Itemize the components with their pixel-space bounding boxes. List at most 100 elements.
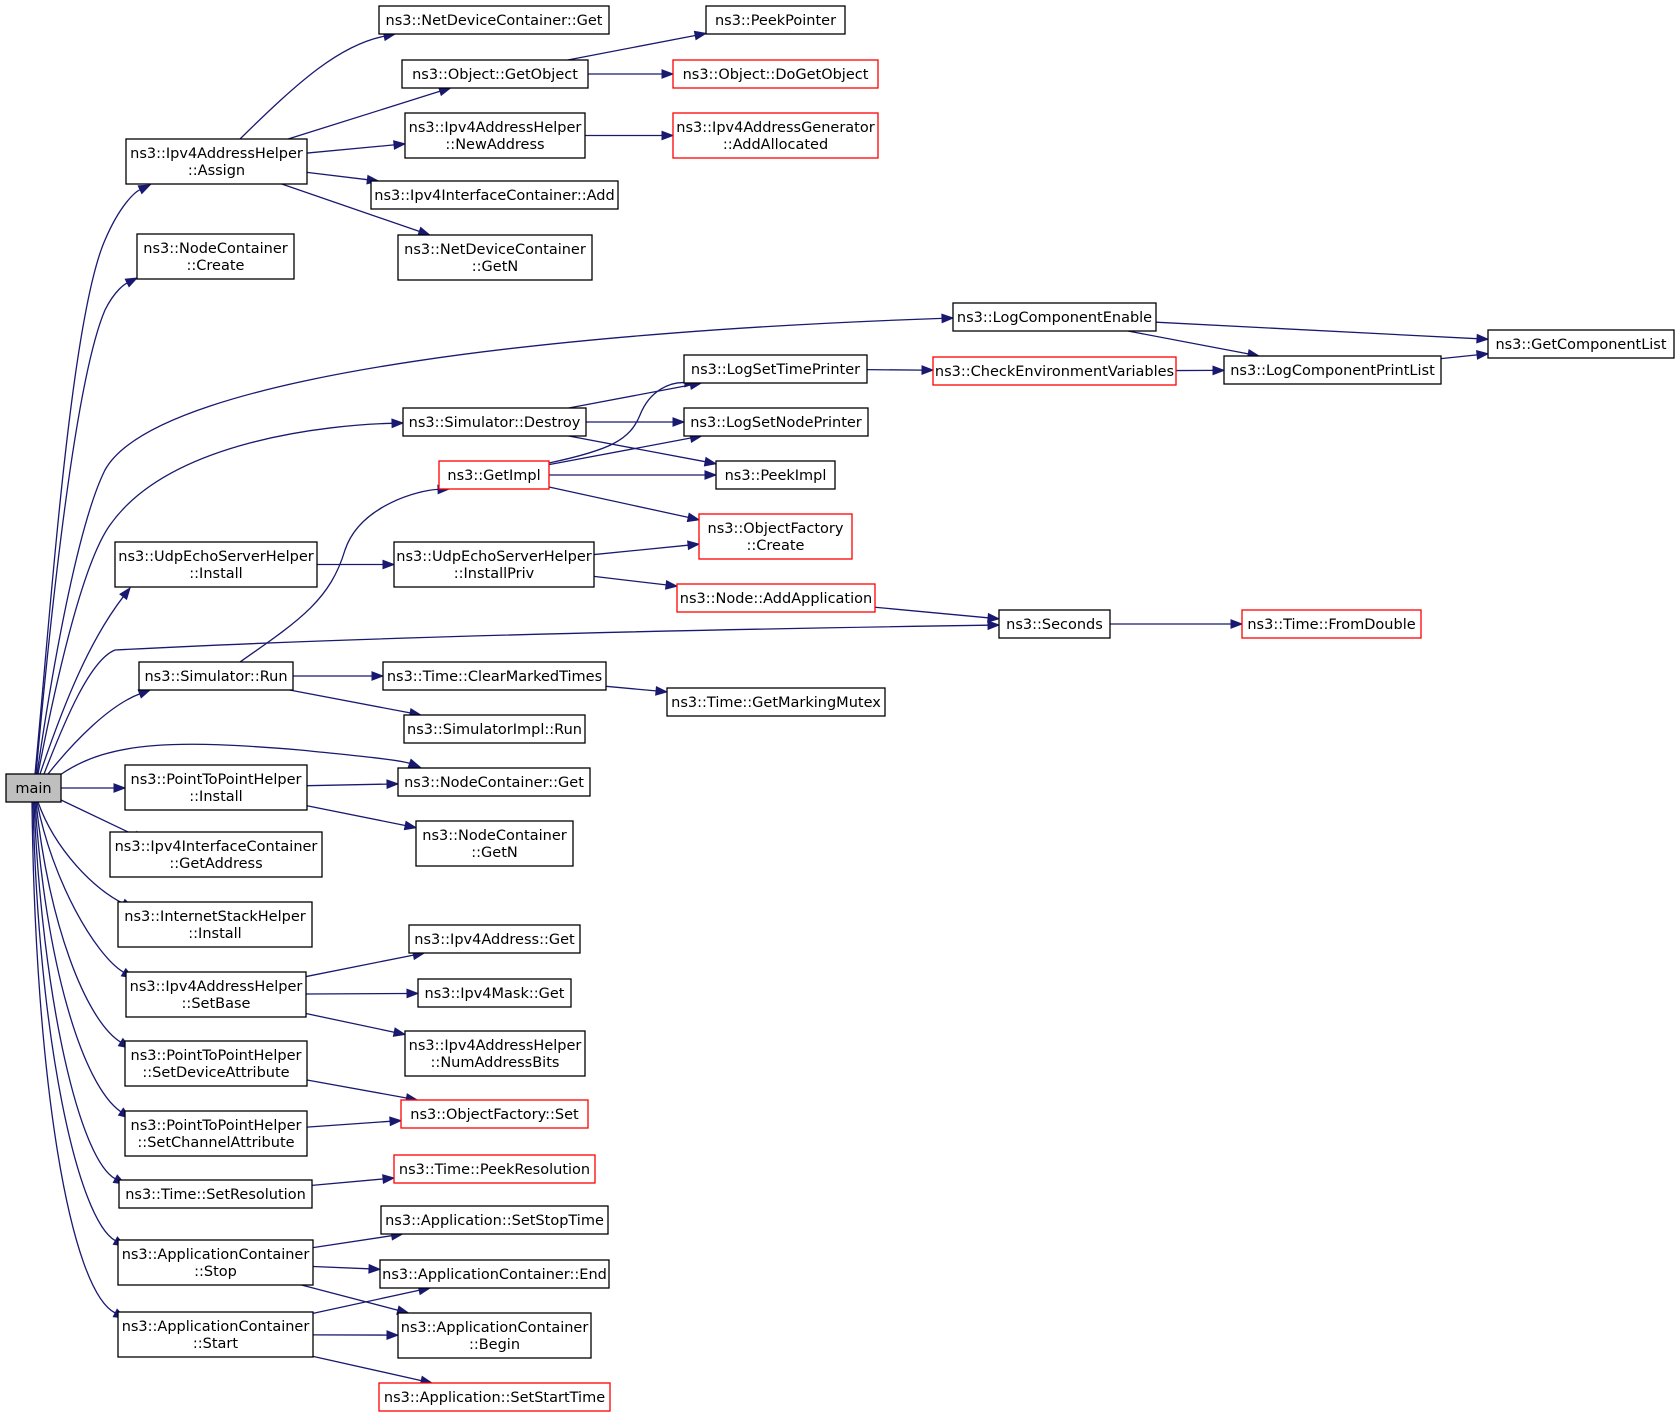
edge-main-to-point-to-point-helper-install [61, 783, 127, 793]
node-log-component-enable[interactable]: ns3::LogComponentEnable [952, 302, 1157, 332]
node-application-container-end[interactable]: ns3::ApplicationContainer::End [379, 1259, 610, 1289]
node-label: ns3::PointToPointHelper [131, 772, 302, 788]
node-label: ns3::Ipv4AddressHelper [130, 146, 303, 162]
node-object-do-get-object[interactable]: ns3::Object::DoGetObject [672, 59, 879, 89]
edge-log-component-print-list-to-get-component-list [1440, 350, 1490, 360]
node-ipv4-mask-get[interactable]: ns3::Ipv4Mask::Get [417, 978, 572, 1008]
node-label: ns3::LogComponentPrintList [1230, 363, 1435, 379]
node-simulator-destroy[interactable]: ns3::Simulator::Destroy [402, 407, 587, 437]
node-time-set-resolution[interactable]: ns3::Time::SetResolution [118, 1179, 313, 1209]
node-log-set-node-printer[interactable]: ns3::LogSetNodePrinter [683, 407, 869, 437]
edge-line [37, 422, 393, 775]
node-get-impl[interactable]: ns3::GetImpl [438, 460, 550, 490]
edge-arrowhead [391, 418, 405, 429]
node-layer: mainns3::Ipv4AddressHelper::Assignns3::N… [5, 5, 1675, 1412]
node-ipv4-address-helper-num-address-bits[interactable]: ns3::Ipv4AddressHelper::NumAddressBits [404, 1030, 586, 1077]
node-box [952, 302, 1157, 332]
edge-arrowhead [393, 140, 407, 150]
edge-node-add-application-to-seconds [874, 606, 1001, 623]
node-internet-stack-helper-install[interactable]: ns3::InternetStackHelper::Install [117, 901, 313, 948]
node-udp-echo-server-helper-install[interactable]: ns3::UdpEchoServerHelper::Install [114, 541, 318, 588]
node-label: ::GetN [471, 845, 517, 861]
edge-line [306, 1120, 391, 1128]
edge-main-to-log-component-enable [36, 313, 955, 775]
node-label: ns3::ApplicationContainer::End [382, 1267, 607, 1283]
node-main[interactable]: main [5, 773, 62, 803]
node-application-container-stop[interactable]: ns3::ApplicationContainer::Stop [117, 1239, 314, 1286]
node-time-peek-resolution[interactable]: ns3::Time::PeekResolution [393, 1154, 596, 1184]
edge-simulator-destroy-to-log-set-time-printer [568, 380, 703, 409]
node-ipv4-address-get[interactable]: ns3::Ipv4Address::Get [408, 924, 581, 954]
edge-arrowhead [389, 1116, 403, 1127]
node-seconds[interactable]: ns3::Seconds [998, 609, 1111, 639]
node-log-set-time-printer[interactable]: ns3::LogSetTimePrinter [683, 354, 868, 384]
node-node-container-get[interactable]: ns3::NodeContainer::Get [397, 767, 591, 797]
node-point-to-point-helper-set-device-attribute[interactable]: ns3::PointToPointHelper::SetDeviceAttrib… [124, 1040, 308, 1087]
node-ipv4-address-generator-add-allocated[interactable]: ns3::Ipv4AddressGenerator::AddAllocated [672, 112, 879, 159]
node-simulator-run[interactable]: ns3::Simulator::Run [138, 661, 294, 691]
node-label: ns3::Time::FromDouble [1247, 617, 1415, 633]
node-application-container-begin[interactable]: ns3::ApplicationContainer::Begin [397, 1312, 592, 1359]
node-label: ::NewAddress [445, 137, 544, 153]
node-simulator-impl-run[interactable]: ns3::SimulatorImpl::Run [403, 714, 586, 744]
node-log-component-print-list[interactable]: ns3::LogComponentPrintList [1223, 355, 1442, 385]
edge-line [37, 801, 124, 904]
node-ipv4-address-helper-new-address[interactable]: ns3::Ipv4AddressHelper::NewAddress [404, 112, 586, 159]
node-box [404, 112, 586, 159]
node-application-set-stop-time[interactable]: ns3::Application::SetStopTime [380, 1205, 609, 1235]
node-peek-impl[interactable]: ns3::PeekImpl [715, 460, 836, 490]
node-application-set-start-time[interactable]: ns3::Application::SetStartTime [378, 1382, 611, 1412]
edge-arrowhead [1476, 333, 1490, 344]
node-ipv4-address-helper-set-base[interactable]: ns3::Ipv4AddressHelper::SetBase [125, 971, 307, 1018]
node-application-container-start[interactable]: ns3::ApplicationContainer::Start [117, 1311, 314, 1358]
node-check-environment-variables[interactable]: ns3::CheckEnvironmentVariables [932, 356, 1177, 386]
node-net-device-container-get[interactable]: ns3::NetDeviceContainer::Get [378, 5, 610, 35]
node-box [379, 1259, 610, 1289]
edge-application-container-stop-to-application-container-end [312, 1263, 382, 1274]
edge-line [239, 35, 385, 140]
edge-arrowhead [921, 365, 935, 375]
node-box [438, 460, 550, 490]
node-label: ::InstallPriv [454, 566, 535, 582]
node-box [415, 820, 574, 867]
node-peek-pointer[interactable]: ns3::PeekPointer [705, 5, 846, 35]
edge-line [548, 381, 686, 464]
node-time-get-marking-mutex[interactable]: ns3::Time::GetMarkingMutex [666, 687, 886, 717]
edge-point-to-point-helper-set-channel-attribute-to-object-factory-set [306, 1116, 403, 1128]
edge-arrowhead [392, 1027, 407, 1037]
node-node-add-application[interactable]: ns3::Node::AddApplication [676, 583, 876, 613]
node-box [404, 1030, 586, 1077]
edge-arrowhead [655, 685, 669, 696]
node-box [666, 687, 886, 717]
edge-arrowhead [664, 579, 679, 590]
node-node-container-get-n[interactable]: ns3::NodeContainer::GetN [415, 820, 574, 867]
node-udp-echo-server-helper-install-priv[interactable]: ns3::UdpEchoServerHelper::InstallPriv [393, 541, 595, 588]
node-ipv4-address-helper-assign[interactable]: ns3::Ipv4AddressHelper::Assign [125, 138, 308, 185]
node-box [117, 1311, 314, 1358]
node-node-container-create[interactable]: ns3::NodeContainer::Create [136, 233, 295, 280]
edge-line [306, 1079, 407, 1099]
node-get-component-list[interactable]: ns3::GetComponentList [1487, 329, 1675, 359]
edge-line [1127, 330, 1249, 355]
node-point-to-point-helper-install[interactable]: ns3::PointToPointHelper::Install [124, 764, 308, 811]
node-label: ::Start [193, 1336, 239, 1352]
node-time-clear-marked-times[interactable]: ns3::Time::ClearMarkedTimes [382, 661, 607, 691]
node-point-to-point-helper-set-channel-attribute[interactable]: ns3::PointToPointHelper::SetChannelAttri… [124, 1110, 308, 1157]
edge-point-to-point-helper-install-to-node-container-get-n [306, 805, 418, 831]
node-object-get-object[interactable]: ns3::Object::GetObject [401, 59, 589, 89]
node-box [705, 5, 846, 35]
node-time-from-double[interactable]: ns3::Time::FromDouble [1241, 609, 1422, 639]
node-label: ns3::PeekPointer [715, 13, 836, 29]
node-ipv4-interface-container-add[interactable]: ns3::Ipv4InterfaceContainer::Add [370, 180, 619, 210]
edge-line [312, 1355, 422, 1382]
node-object-factory-create[interactable]: ns3::ObjectFactory::Create [698, 513, 853, 560]
edge-ipv4-address-helper-set-base-to-ipv4-address-helper-num-address-bits [305, 1012, 407, 1037]
node-box [397, 767, 591, 797]
edge-get-impl-to-object-factory-create [548, 486, 701, 523]
edge-simulator-run-to-simulator-impl-run [289, 689, 423, 718]
node-net-device-container-get-n[interactable]: ns3::NetDeviceContainer::GetN [397, 234, 593, 281]
node-box [124, 1040, 308, 1087]
node-box [124, 764, 308, 811]
node-object-factory-set[interactable]: ns3::ObjectFactory::Set [400, 1099, 589, 1129]
node-ipv4-interface-container-get-address[interactable]: ns3::Ipv4InterfaceContainer::GetAddress [109, 831, 323, 878]
